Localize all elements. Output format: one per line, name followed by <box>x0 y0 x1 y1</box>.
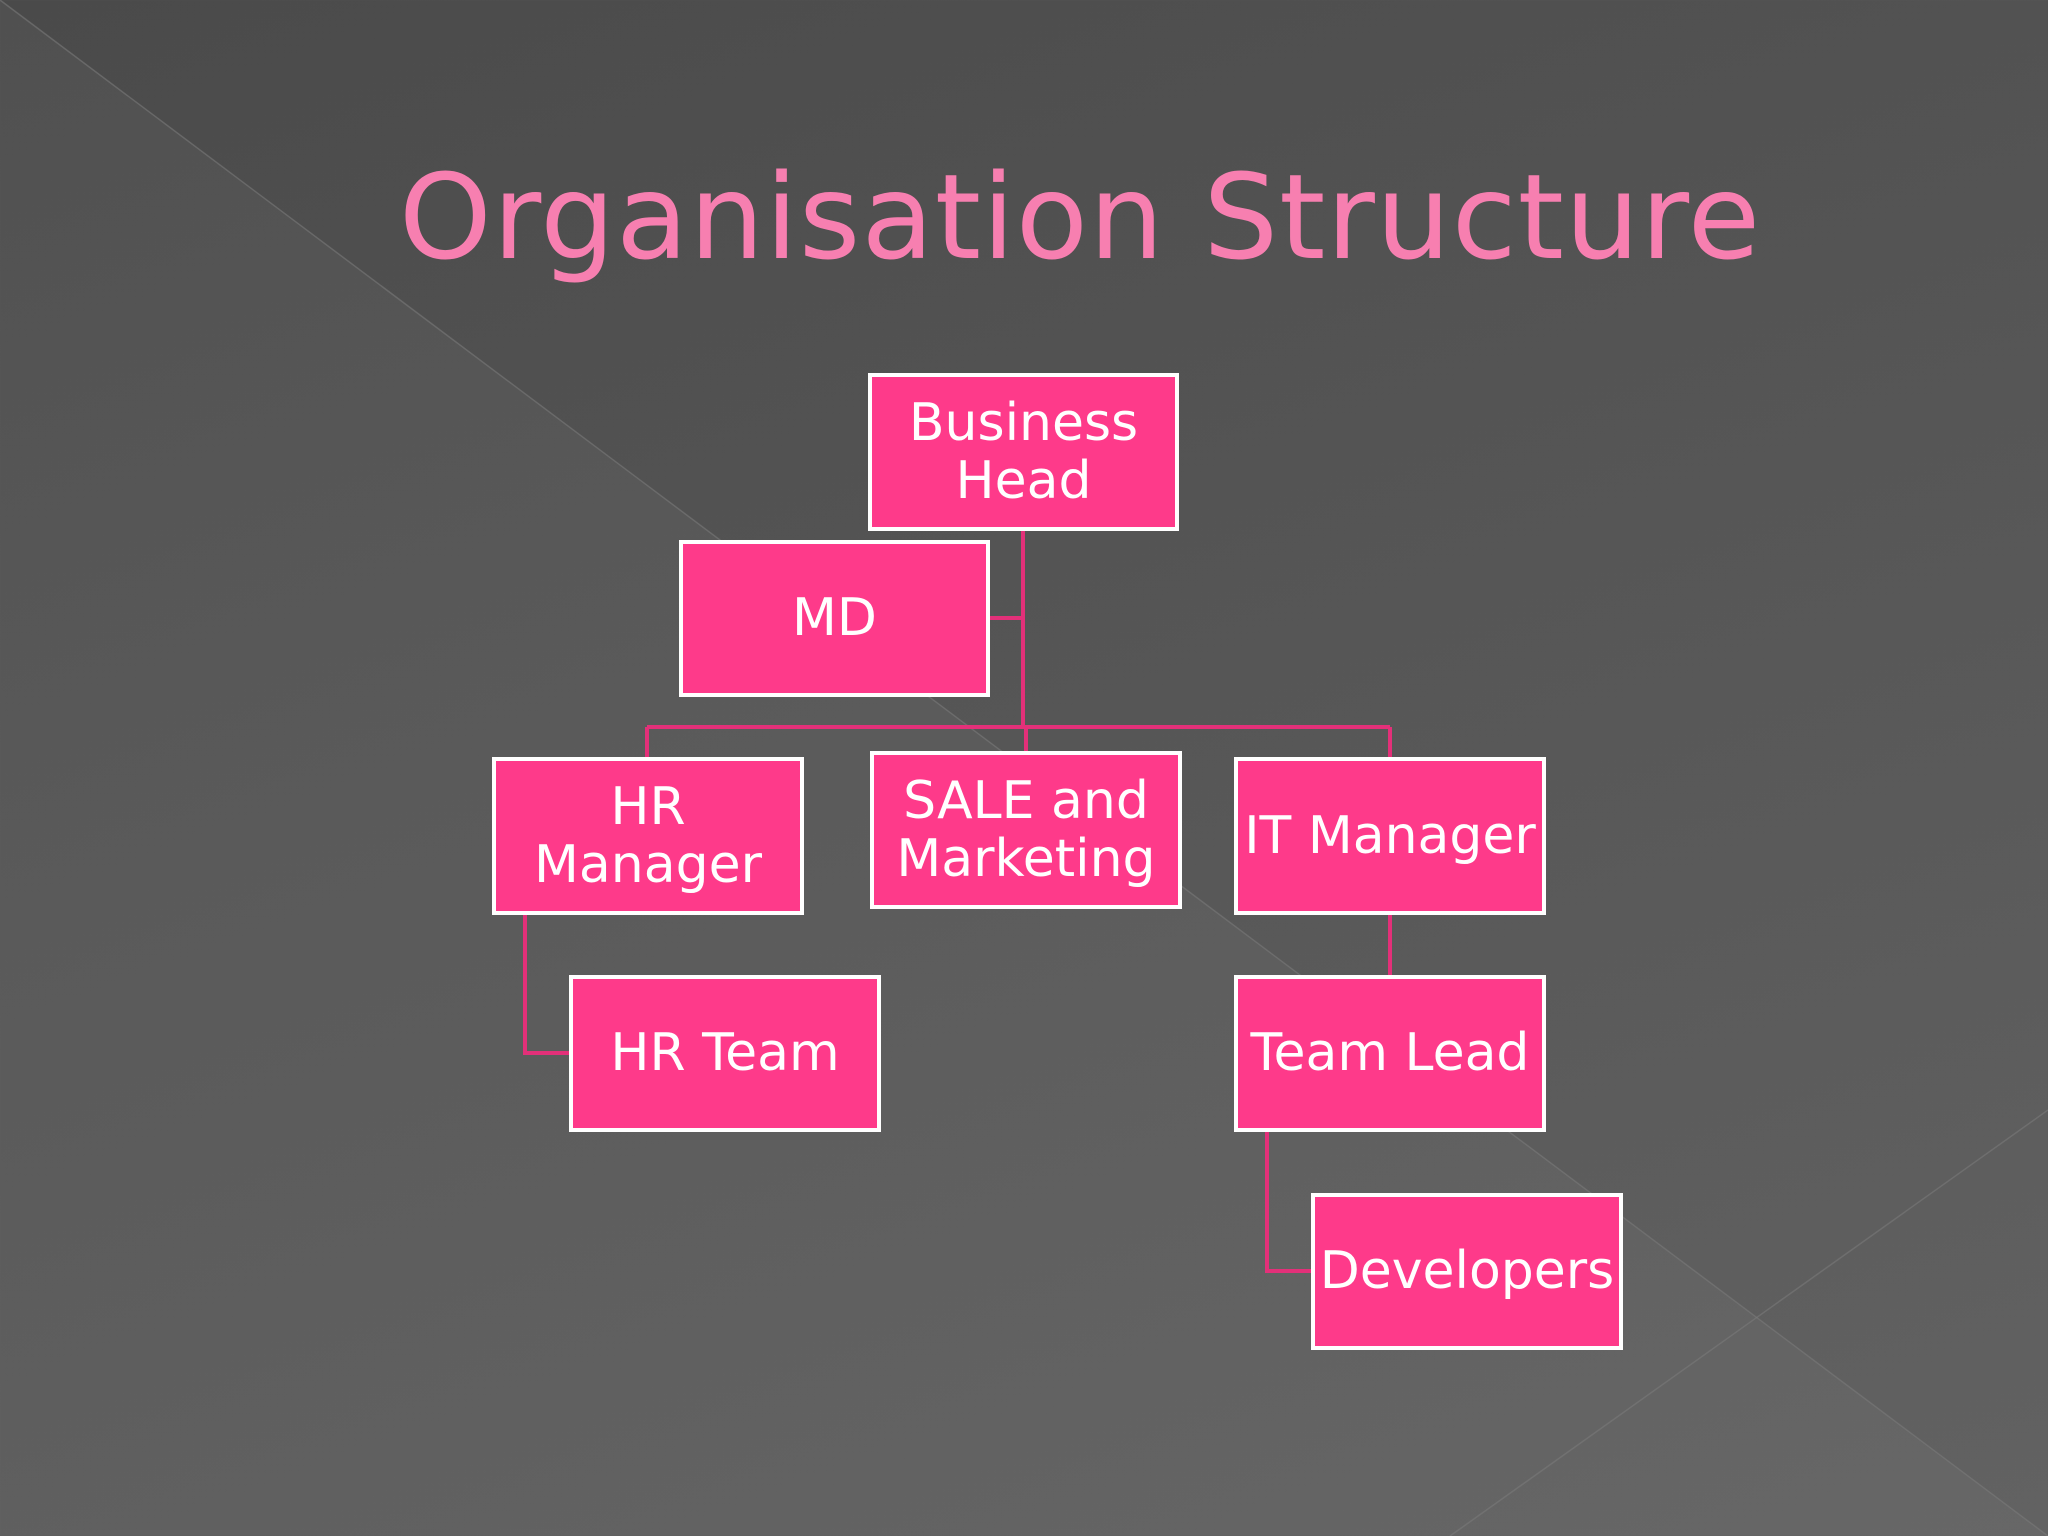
org-node-team-lead: Team Lead <box>1234 975 1546 1132</box>
org-node-md: MD <box>679 540 990 697</box>
connector-developers <box>1265 1132 1311 1273</box>
slide-title: Organisation Structure <box>398 148 1762 286</box>
org-node-business-head: Business Head <box>868 373 1179 531</box>
org-node-hr-manager: HR Manager <box>492 757 804 915</box>
connector-hr-team <box>523 915 569 1055</box>
org-node-sale-marketing: SALE and Marketing <box>870 751 1182 909</box>
org-node-developers: Developers <box>1311 1193 1623 1350</box>
org-node-hr-team: HR Team <box>569 975 881 1132</box>
org-node-it-manager: IT Manager <box>1234 757 1546 915</box>
